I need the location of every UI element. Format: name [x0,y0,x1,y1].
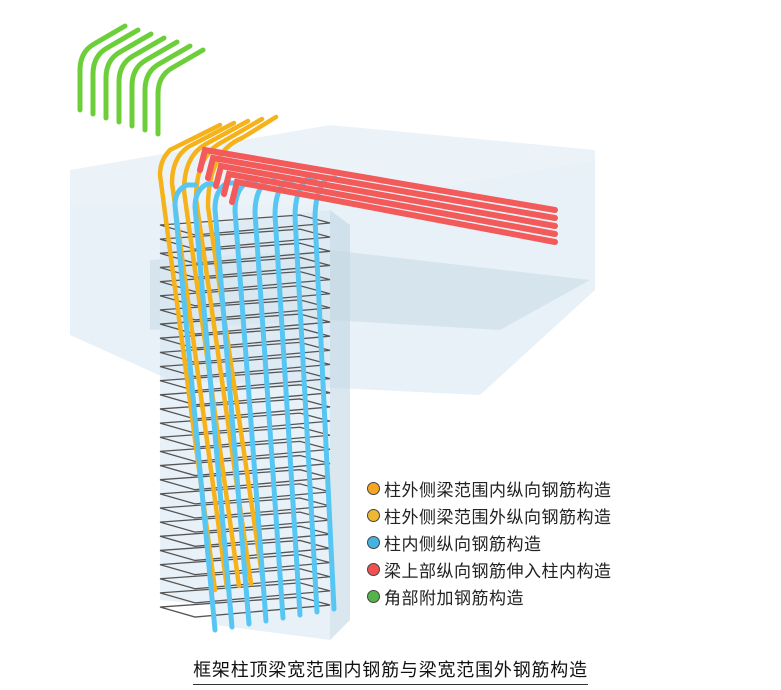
green-corner-bar [90,27,141,117]
green-corner-bar [142,43,193,133]
legend-label: 柱外侧梁范围内纵向钢筋构造 [384,481,612,501]
orange-column-bar [157,122,223,593]
caption-text: 框架柱顶梁宽范围内钢筋与梁宽范围外钢筋构造 [193,660,588,685]
legend-dot-icon [367,482,380,495]
red-beam-bar [213,162,558,229]
stirrup-tie [159,355,331,378]
blue-column-bar [192,181,235,630]
green-corner-bar [116,35,167,125]
red-beam-bar [197,146,558,213]
orange-column-bar [205,114,279,585]
blue-column-bar [172,182,218,633]
figure-caption: 框架柱顶梁宽范围内钢筋与梁宽范围外钢筋构造 [0,656,781,685]
legend-item: 柱内侧纵向钢筋构造 [367,529,612,556]
stirrup-tie [159,412,331,434]
legend-item: 柱外侧梁范围内纵向钢筋构造 [367,475,612,502]
stirrup-tie [159,369,331,392]
stirrup-tie [159,384,331,406]
stirrup-tie [159,398,331,420]
green-corner-bar [129,39,180,129]
legend-dot-icon [367,536,380,549]
corner-additional-bars [77,23,206,137]
legend-label: 角部附加钢筋构造 [384,589,524,609]
orange-column-bar [181,118,251,589]
green-corner-bar [155,47,206,137]
stirrup-tie [159,313,331,335]
red-beam-bar [229,178,558,245]
red-beam-bar [205,154,558,221]
legend-label: 柱内侧纵向钢筋构造 [384,535,542,555]
stirrup-tie [159,582,331,604]
legend-item: 角部附加钢筋构造 [367,583,612,610]
stirrup-tie [159,596,331,618]
green-corner-bar [103,31,154,121]
legend: 柱外侧梁范围内纵向钢筋构造 柱外侧梁范围外纵向钢筋构造 柱内侧纵向钢筋构造 梁上… [367,475,612,610]
legend-label: 梁上部纵向钢筋伸入柱内构造 [384,562,612,582]
beam-top-bars [197,146,558,245]
legend-item: 柱外侧梁范围外纵向钢筋构造 [367,502,612,529]
legend-dot-icon [367,509,380,522]
legend-dot-icon [367,590,380,603]
legend-label: 柱外侧梁范围外纵向钢筋构造 [384,508,612,528]
orange-column-bar [169,120,237,591]
column-side [330,210,350,640]
legend-item: 梁上部纵向钢筋伸入柱内构造 [367,556,612,583]
red-beam-bar [221,170,558,237]
stirrup-tie [159,228,331,250]
green-corner-bar [77,23,128,113]
legend-dot-icon [367,563,380,576]
